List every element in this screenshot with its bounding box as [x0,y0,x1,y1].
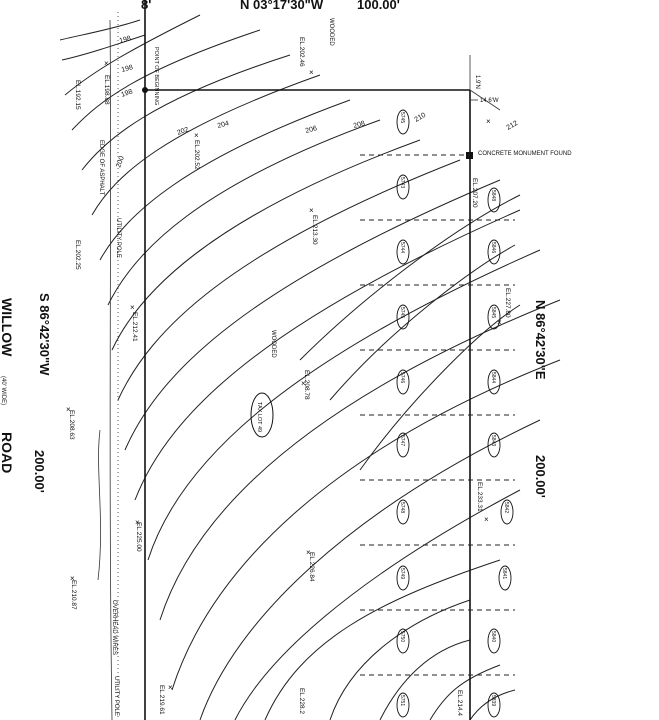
lot-number: 5840 [490,631,496,642]
spot-mark-icon: × [306,548,311,557]
tax-lot-label: TAX LOT 49 [256,402,262,432]
spot-elevation-marks: × × × × × × × × × × × × × × [66,59,502,692]
lot-number: 5751 [399,695,405,706]
lot-number: 5839 [490,695,496,706]
elevation-label: EL.208.63 [68,410,75,440]
contour-label: 198 [120,88,133,99]
west-distance: 200.00' [32,450,47,493]
contour-label: 212 [506,120,520,132]
lot-number: 5749 [399,568,405,579]
contour-label: 210 [414,112,428,124]
contour-label: 198 [119,35,132,45]
elevation-label: EL.214.4 [456,690,463,716]
lot-lines [360,154,515,676]
lot-number: 5843 [490,435,496,446]
spot-mark-icon: × [309,68,314,77]
lot-number: 5845 [490,307,496,318]
spot-mark-icon: × [486,117,491,126]
offset-label-2: 14.6'W [480,98,499,104]
north-distance: 100.00' [357,0,400,12]
east-distance: 200.00' [533,455,548,498]
contour-label: 208 [353,120,366,130]
corner-fragment: 8' [141,0,151,12]
wooded-top-label: WOODED [328,18,334,46]
elevation-label: EL.207.20 [471,178,478,208]
spot-mark-icon: × [309,206,314,215]
point-of-beginning-marker [142,87,148,93]
concrete-monument-marker [466,152,473,159]
contour-label: 206 [305,125,318,135]
elevation-label: EL.226.84 [308,552,315,582]
lot-numbers-left: 5745 5743 5744 5745 5746 5747 5748 5749 … [396,109,410,718]
lot-number: 5746 [399,372,405,383]
point-of-beginning-label: POINT OF BEGINNING [153,47,159,105]
east-bearing: N 86°42'30"E [533,300,548,380]
contour-label: 202 [176,126,189,137]
spot-mark-icon: × [484,515,489,524]
elevation-label: EL.228.2 [298,688,305,714]
elevation-label: EL.192.15 [74,80,81,110]
road-name-road: ROAD [0,432,15,473]
lot-number: 5842 [503,502,509,513]
elevation-label: EL.233.31 [476,482,483,512]
west-bearing: S 86°42'30"W [37,293,52,376]
property-boundary [144,0,501,720]
lot-number: 5846 [490,242,496,253]
lot-numbers-right: 5848 5846 5845 5844 5843 5842 5841 5840 … [487,187,514,718]
utility-pole-bottom-label: UTILITY POLE [113,676,119,716]
lot-number: 5747 [399,435,405,446]
spot-mark-icon: × [104,59,109,68]
lot-number: 5750 [399,631,405,642]
elevation-label: EL.210.87 [70,580,77,610]
elevation-label: EL.227.80 [504,288,511,318]
lot-number: 5745 [399,112,405,123]
spot-mark-icon: × [135,518,140,527]
contour-label: 198 [121,64,134,74]
spot-mark-icon: × [66,405,71,414]
elevation-label: EL.208.78 [303,370,310,400]
lot-number: 5848 [490,190,496,201]
elevation-label: EL.213.30 [311,215,318,245]
elevation-label: EL.212.41 [131,312,138,342]
lot-number: 5744 [399,242,405,253]
elevation-label: EL.202.25 [74,240,81,270]
lot-number: 5844 [490,372,496,383]
contour-labels: 198 200 202 204 206 208 210 212 198 198 [115,35,519,169]
lot-number: 5841 [501,568,507,579]
tax-lot-ellipse [250,392,274,438]
road-name-willow: WILLOW [0,298,15,357]
elevation-label: EL.198.88 [103,75,110,105]
spot-mark-icon: × [168,683,173,692]
lot-number: 5748 [399,502,405,513]
spot-mark-icon: × [497,318,502,327]
offset-label-1: 1.9'N [474,75,480,89]
elevation-label: EL.225.00 [135,522,142,552]
wooded-mid-label: WOODED [270,330,276,358]
overhead-wires-label: OVERHEAD WIRES [111,600,117,655]
lot-number: 5745 [399,307,405,318]
lot-number: 5743 [399,177,405,188]
north-bearing: N 03°17'30"W [240,0,324,12]
spot-mark-icon: × [301,379,306,388]
contour-lines [59,14,561,720]
elevation-label: EL.219.61 [158,685,165,715]
spot-mark-icon: × [130,303,135,312]
contour-label: 204 [217,120,230,130]
elevation-labels: EL.202.46 EL.192.15 EL.198.88 EL.202.52 … [68,37,511,716]
concrete-monument-label: CONCRETE MONUMENT FOUND [478,151,572,157]
willow-road-lines [97,12,119,720]
utility-pole-label: UTILITY POLE [115,218,121,258]
elevation-label: EL.202.46 [298,37,305,67]
spot-mark-icon: × [194,131,199,140]
contour-label: 200 [115,155,126,168]
elevation-label: EL.202.52 [193,140,200,170]
spot-mark-icon: × [70,574,75,583]
edge-of-asphalt-label: EDGE OF ASPHALT [98,140,104,196]
road-width-note: (40' WIDE) [0,376,6,405]
